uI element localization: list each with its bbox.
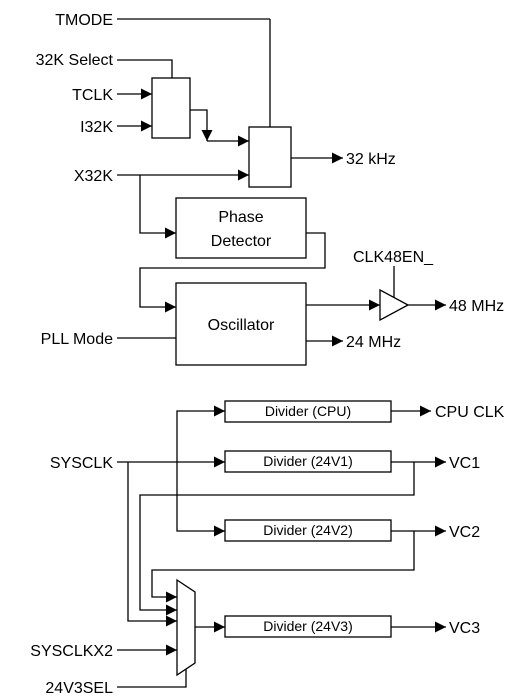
select-32k-label: 32K Select xyxy=(36,52,114,69)
vc1-label: VC1 xyxy=(449,455,480,472)
vc3-source-mux xyxy=(176,578,196,677)
signal-labels: TMODE 32K Select TCLK I32K X32K 32 kHz C… xyxy=(30,12,504,697)
sel24v3-wire xyxy=(117,669,187,688)
out-32khz-label: 32 kHz xyxy=(346,151,396,168)
clk48-buffer-icon xyxy=(379,288,410,322)
out-24mhz-label: 24 MHz xyxy=(346,334,401,351)
divider-cpu-label: Divider (CPU) xyxy=(265,403,351,419)
divider-24v2-label: Divider (24V2) xyxy=(263,522,352,538)
clk48en-label: CLK48EN_ xyxy=(353,249,434,266)
divider-24v1-label: Divider (24V1) xyxy=(263,453,352,469)
select-32k-wire xyxy=(117,59,173,78)
pll-mode-label: PLL Mode xyxy=(41,331,113,348)
sysclk-to-24v2-wire xyxy=(176,462,225,537)
out-48mhz-label: 48 MHz xyxy=(449,298,504,315)
sysclk-label: SYSCLK xyxy=(50,455,113,472)
divider-24v3-label: Divider (24V3) xyxy=(263,618,352,634)
sysclk-to-vmux-wire xyxy=(127,462,177,627)
cpu-clk-label: CPU CLK xyxy=(435,404,505,421)
x32k-to-phase-wire xyxy=(139,175,176,239)
vc2-feedback-wire xyxy=(151,531,415,603)
tmode-label: TMODE xyxy=(55,12,113,29)
oscillator-block xyxy=(175,282,307,366)
clock-32k-section xyxy=(117,18,343,239)
block-labels: Phase Detector Oscillator Divider (CPU) … xyxy=(208,209,353,634)
output-mux-32k xyxy=(248,126,292,188)
phase-detector-label-line1: Phase xyxy=(218,209,263,226)
x32k-label: X32K xyxy=(74,168,113,185)
oscillator-label: Oscillator xyxy=(208,317,275,334)
sysclk-to-cpu-wire xyxy=(176,405,225,462)
pll-section xyxy=(117,197,446,366)
sysclkx2-label: SYSCLKX2 xyxy=(30,643,113,660)
phase-detector-block xyxy=(175,197,307,259)
divider-section xyxy=(117,400,446,688)
clock-select-mux-32k xyxy=(151,77,191,139)
phase-to-osc-wire xyxy=(139,232,326,313)
phase-detector-label-line2: Detector xyxy=(211,233,272,250)
vc3-label: VC3 xyxy=(449,620,480,637)
vc1-feedback-wire xyxy=(139,462,415,616)
i32k-label: I32K xyxy=(80,119,113,136)
tclk-label: TCLK xyxy=(72,87,113,104)
mux-to-mux-wire xyxy=(190,109,213,141)
vc2-label: VC2 xyxy=(449,524,480,541)
sel24v3-label: 24V3SEL xyxy=(45,680,113,697)
